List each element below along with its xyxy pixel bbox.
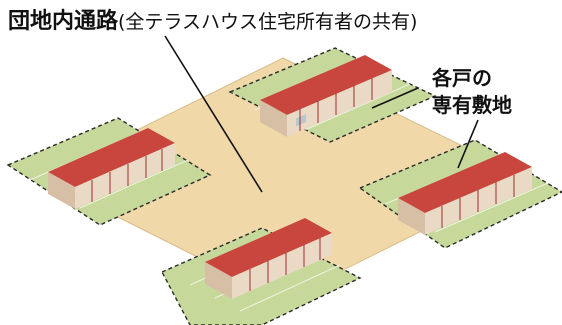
lot-label-line2: 専有敷地: [432, 93, 512, 117]
road-label: 団地内通路(全テラスハウス住宅所有者の共有): [8, 8, 417, 34]
road-label-bold: 団地内通路: [8, 8, 119, 34]
terrace-house-cluster-bottom: [205, 218, 332, 299]
lot-label-line1: 各戸の: [431, 66, 492, 90]
road-leader-line: [164, 35, 263, 193]
terrace-house-cluster-top: [260, 55, 392, 137]
lot-leader-line-1: [371, 87, 419, 109]
road-label-note: (全テラスハウス住宅所有者の共有): [118, 11, 417, 33]
terrace-house-cluster-left: [48, 128, 175, 209]
terrace-house-cluster-right: [398, 152, 532, 235]
lot-leader-line-2: [457, 119, 479, 169]
